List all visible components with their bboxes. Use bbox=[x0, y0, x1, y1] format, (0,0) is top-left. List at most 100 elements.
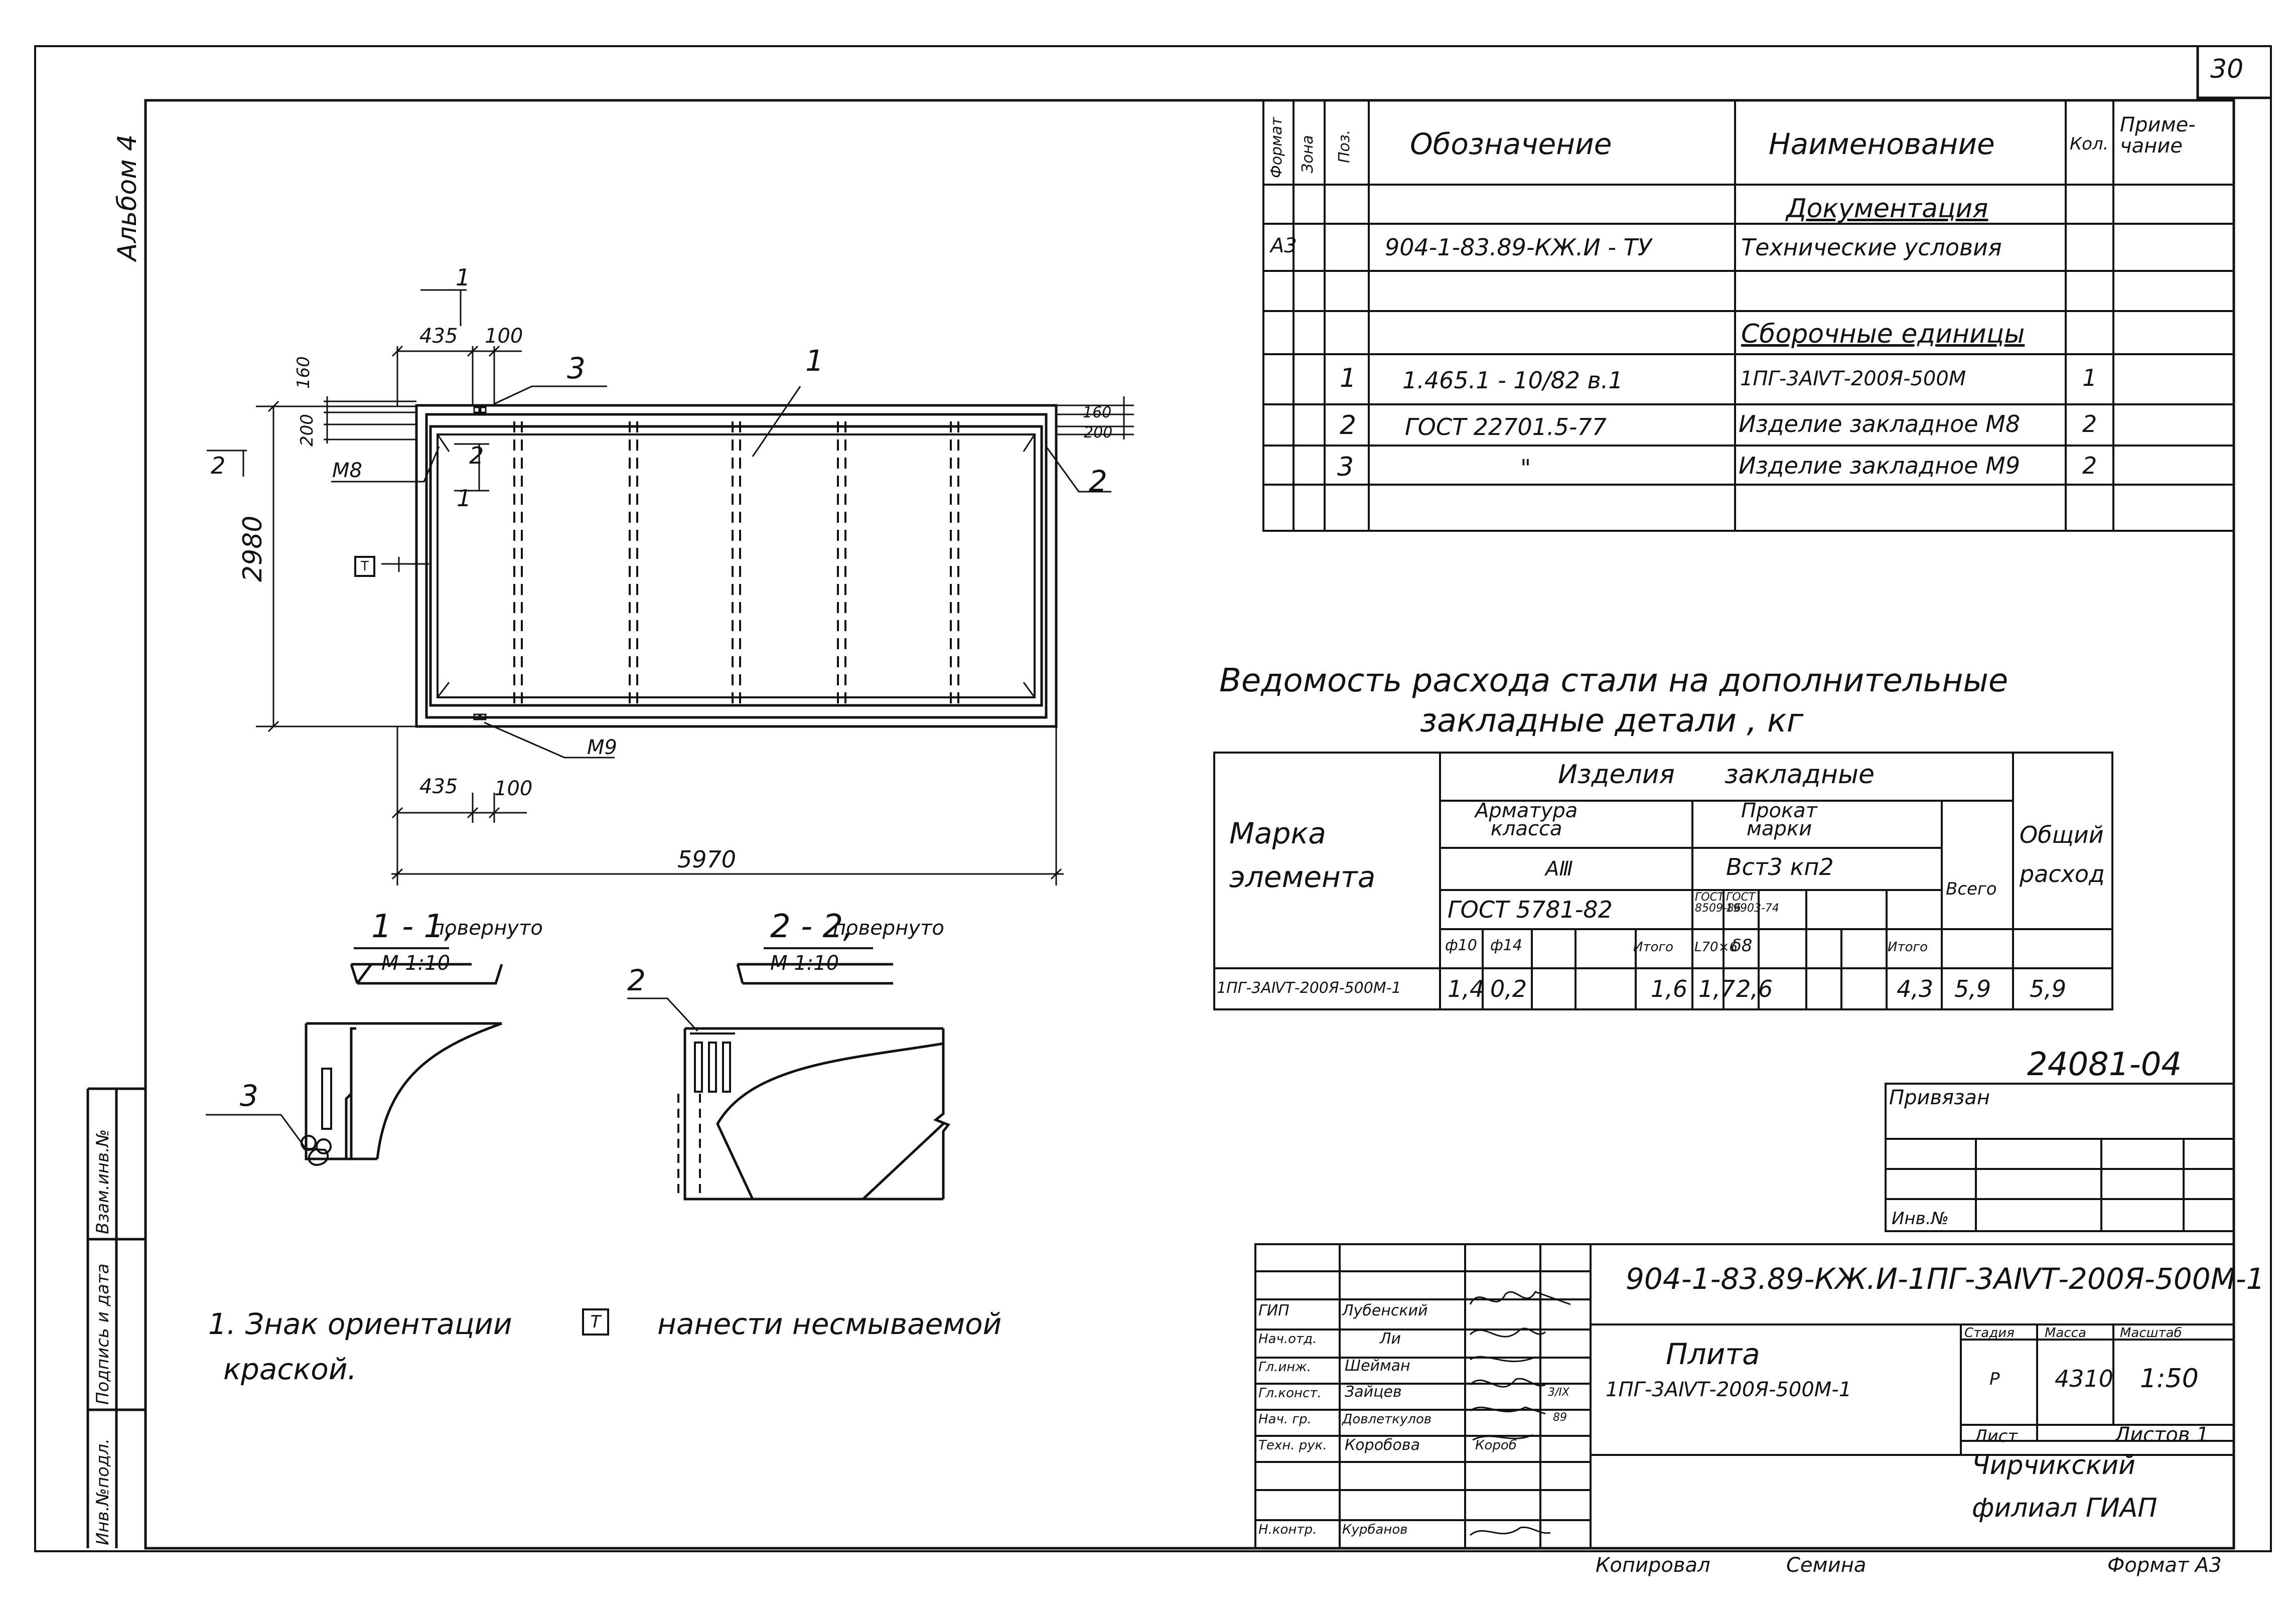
dim-200-right: 200 bbox=[1084, 424, 1113, 441]
spec-h-designation: Обозначение bbox=[1410, 127, 1612, 161]
steel-h-arm: Арматура класса bbox=[1475, 799, 1578, 840]
dim-100-top: 100 bbox=[485, 325, 523, 348]
stamp-org2: филиал ГИАП bbox=[1972, 1493, 2158, 1523]
dim-435-bottom: 435 bbox=[419, 775, 458, 798]
stamp-name-gip: Лубенский bbox=[1342, 1302, 1428, 1319]
section22-suffix: повернуто bbox=[833, 917, 944, 940]
spec-section-docs: Документация bbox=[1786, 194, 1988, 224]
stamp-sheet: Лист bbox=[1974, 1426, 2018, 1446]
steel-row-v8: 4,3 bbox=[1897, 975, 1934, 1002]
spec-row3-qty: 2 bbox=[2082, 452, 2097, 479]
stamp-sig-korob: Короб bbox=[1475, 1438, 1517, 1453]
steel-h-gost1: ГОСТ 8509-86 bbox=[1695, 891, 1741, 915]
spec-h-zone: Зона bbox=[1299, 135, 1317, 173]
stamp-name-tech: Коробова bbox=[1345, 1436, 1420, 1454]
steel-sub-6: δ8 bbox=[1731, 936, 1753, 956]
spec-row2-designation: ГОСТ 22701.5-77 bbox=[1405, 413, 1607, 440]
section11-title: 1 - 1, bbox=[371, 908, 455, 945]
spec-h-note: Приме- чание bbox=[2120, 113, 2196, 158]
steel-row-v4: 1,6 bbox=[1651, 975, 1688, 1002]
dim-435-top: 435 bbox=[419, 325, 458, 348]
stamp-name-nachgr: Довлеткулов bbox=[1342, 1412, 1432, 1427]
spec-row2-pos: 2 bbox=[1340, 410, 1357, 440]
steel-h-prokat: Прокат марки bbox=[1741, 799, 1817, 840]
stamp-bound: Привязан bbox=[1889, 1086, 1990, 1109]
steel-row-v2: 0,2 bbox=[1490, 975, 1527, 1002]
stamp-org1: Чирчикский bbox=[1972, 1450, 2135, 1481]
steel-h-arm-gost: ГОСТ 5781-82 bbox=[1448, 896, 1613, 923]
stamp-role-glinzh: Гл.инж. bbox=[1258, 1360, 1311, 1375]
stamp-subtitle: 1ПГ-3АⅣТ-200Я-500М-1 bbox=[1606, 1378, 1852, 1401]
steel-row-total: 5,9 bbox=[1954, 975, 1991, 1002]
spec-row3-name: Изделие закладное М9 bbox=[1739, 452, 2021, 479]
section-mark-1-top: 1 bbox=[456, 264, 471, 291]
footer-format: Формат А3 bbox=[2107, 1554, 2222, 1577]
side-stamp-inv: Инв.№подл. bbox=[93, 1438, 113, 1545]
spec-row3-pos: 3 bbox=[1337, 452, 1354, 482]
section-mark-1-bottom: 1 bbox=[457, 485, 472, 512]
slab-plan bbox=[415, 404, 1058, 728]
steel-row-sum: 5,9 bbox=[2030, 975, 2067, 1002]
stamp-col-scale: Масштаб bbox=[2120, 1325, 2182, 1341]
page-number: 30 bbox=[2210, 54, 2244, 84]
spec-tu-format: А3 bbox=[1270, 234, 1297, 257]
title-block-lines bbox=[1254, 1083, 2235, 1549]
dim-200-left: 200 bbox=[297, 414, 317, 447]
stamp-doc-code: 904-1-83.89-КЖ.И-1ПГ-3АⅣТ-200Я-500М-1 bbox=[1626, 1262, 2265, 1296]
stamp-name-glkonst: Зайцев bbox=[1345, 1383, 1402, 1401]
steel-sub-1: ф10 bbox=[1445, 937, 1477, 954]
side-stamp-sign: Подпись и дата bbox=[93, 1263, 113, 1405]
note-line1b: нанести несмываемой bbox=[657, 1307, 1002, 1341]
steel-h-mark: Марка элемента bbox=[1229, 816, 1376, 894]
signatures bbox=[1469, 1291, 1571, 1536]
stamp-role-nachgr: Нач. гр. bbox=[1258, 1412, 1312, 1427]
spec-h-format: Формат bbox=[1268, 117, 1285, 178]
label-m9: М9 bbox=[587, 736, 617, 759]
stamp-role-tech: Техн. рук. bbox=[1258, 1438, 1327, 1453]
steel-sub-5: L70×6 bbox=[1694, 940, 1738, 955]
stamp-role-nachotd: Нач.отд. bbox=[1258, 1332, 1317, 1347]
steel-row-v5: 1,7 bbox=[1698, 975, 1736, 1002]
stamp-title: Плита bbox=[1666, 1337, 1760, 1371]
dim-100-bottom: 100 bbox=[494, 777, 533, 800]
spec-h-pos: Поз. bbox=[1336, 129, 1353, 163]
section22-scale: М 1:10 bbox=[770, 952, 839, 975]
section-mark-2-left: 2 bbox=[211, 452, 226, 479]
spec-h-qty: Кол. bbox=[2070, 134, 2109, 154]
steel-h-sum: Общий расход bbox=[2020, 821, 2105, 888]
stamp-date-b: 89 bbox=[1553, 1411, 1567, 1424]
steel-h-gost2: ГОСТ 19903-74 bbox=[1726, 891, 1779, 915]
section-mark-2-mid: 2 bbox=[469, 442, 484, 469]
callout-2: 2 bbox=[1089, 464, 1107, 498]
stamp-col-mass: Масса bbox=[2045, 1325, 2086, 1341]
steel-row-mark: 1ПГ-3АⅣТ-200Я-500М-1 bbox=[1217, 979, 1401, 997]
slab-ribs-hidden bbox=[513, 421, 959, 710]
steel-sub-2: ф14 bbox=[1490, 937, 1522, 954]
spec-table-lines bbox=[1262, 99, 2235, 532]
steel-sub-8: Итого bbox=[1888, 940, 1928, 955]
note-line1a: 1. Знак ориентации bbox=[208, 1307, 512, 1341]
stamp-role-gip: ГИП bbox=[1258, 1302, 1289, 1319]
spec-row2-qty: 2 bbox=[2082, 410, 2097, 437]
section11-scale: М 1:10 bbox=[381, 952, 451, 975]
note-line2: краской. bbox=[223, 1352, 357, 1386]
callout-3: 3 bbox=[567, 351, 586, 385]
steel-h-items: Изделия закладные bbox=[1558, 760, 1875, 790]
footer-copied-name: Семина bbox=[1786, 1554, 1867, 1577]
stamp-name-glinzh: Шейман bbox=[1345, 1357, 1410, 1375]
spec-row1-qty: 1 bbox=[2082, 364, 2097, 391]
stamp-col-stage: Стадия bbox=[1964, 1325, 2015, 1341]
section-1-1 bbox=[206, 947, 503, 1166]
spec-row2-name: Изделие закладное М8 bbox=[1739, 410, 2021, 437]
plan-dimensions bbox=[207, 289, 1134, 885]
dim-2980: 2980 bbox=[238, 515, 268, 582]
steel-row-v6: 2,6 bbox=[1736, 975, 1773, 1002]
steel-row-v1: 1,4 bbox=[1448, 975, 1485, 1002]
section22-title: 2 - 2, bbox=[770, 908, 853, 945]
stamp-code-top: 24081-04 bbox=[2027, 1046, 2182, 1083]
stamp-stage: Р bbox=[1989, 1369, 2000, 1389]
dim-5970: 5970 bbox=[677, 846, 737, 873]
spec-h-name: Наименование bbox=[1769, 127, 1995, 161]
section22-callout: 2 bbox=[627, 963, 646, 997]
spec-tu-name: Технические условия bbox=[1741, 234, 2002, 261]
